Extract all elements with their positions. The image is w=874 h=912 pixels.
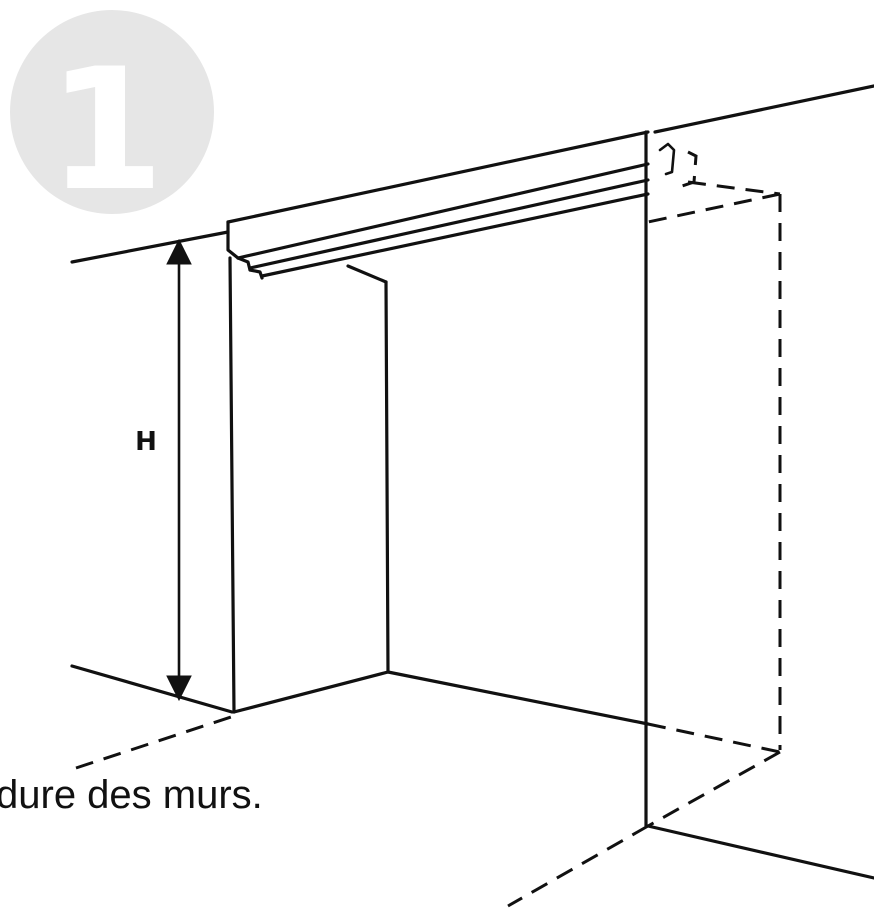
hidden-floor-depth <box>647 722 781 754</box>
ceiling-line-left <box>70 230 230 264</box>
hidden-top-back <box>647 192 781 224</box>
rail-groove-1 <box>236 162 650 260</box>
instruction-caption: dure des murs. <box>0 773 263 817</box>
hidden-floor-front <box>647 750 781 828</box>
hidden-top-depth <box>687 180 781 196</box>
height-label: H <box>135 427 157 457</box>
niche-back-left-corner <box>384 280 390 674</box>
rail-top-edge <box>226 130 650 224</box>
step-badge-circle <box>10 10 214 214</box>
rail-left-end <box>226 220 240 260</box>
rail-step-1 <box>236 256 252 272</box>
hidden-floor-extension <box>507 824 649 908</box>
step-badge: 1 <box>10 10 214 228</box>
height-dimension: H <box>135 238 192 702</box>
rail-groove-2 <box>248 178 650 270</box>
step-number: 1 <box>48 32 165 228</box>
rail-profile-section <box>658 142 676 176</box>
left-pillar-floor-edge <box>232 670 390 714</box>
floor-line-left <box>70 664 234 714</box>
height-arrow-top <box>166 238 192 265</box>
niche-ceiling-edge <box>346 264 388 284</box>
rail-profile-hidden <box>681 150 698 188</box>
rail-step-2 <box>248 268 264 280</box>
niche-back-floor-edge <box>386 670 650 726</box>
ceiling-rail <box>226 130 698 280</box>
floor-line-right <box>646 824 874 880</box>
hidden-enclosure <box>75 180 782 908</box>
height-arrow-bottom <box>166 675 192 702</box>
hidden-left-floor <box>75 714 235 770</box>
ceiling-line-right <box>653 84 874 134</box>
left-pillar-front-edge <box>228 256 236 714</box>
rail-groove-3 <box>260 192 650 278</box>
